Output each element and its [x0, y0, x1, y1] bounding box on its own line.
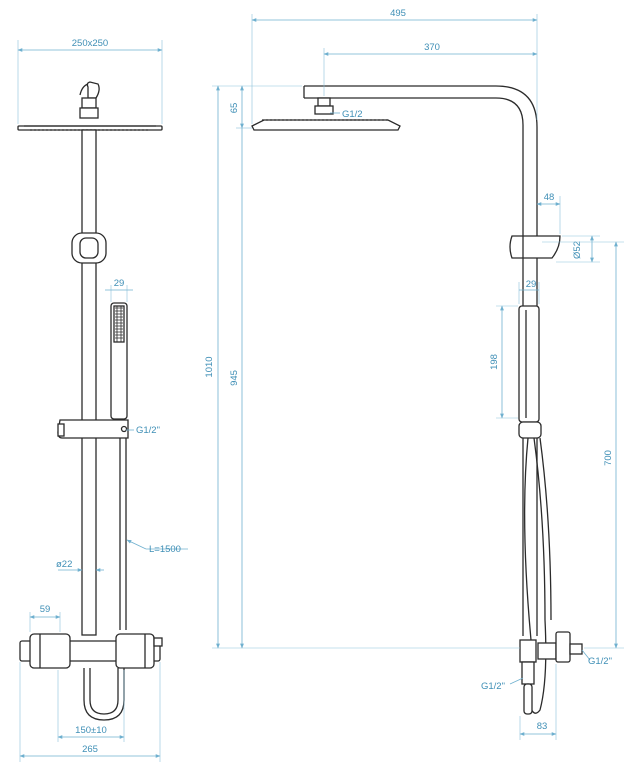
- front-view: 250x250 29 G1/2" L=1500 ø22 59: [17, 38, 188, 762]
- dim-handshower-length: 198: [489, 354, 500, 370]
- front-handshower: [110, 302, 128, 420]
- dim-hose-length: L=1500: [149, 544, 181, 555]
- dim-pipe-diameter: ø22: [56, 559, 72, 570]
- dim-overall-reach: 495: [390, 8, 406, 19]
- front-dimensions: 250x250 29 G1/2" L=1500 ø22 59: [17, 38, 188, 762]
- dim-head-offset: 65: [229, 103, 240, 114]
- side-view: 495 370 G1/2 1010 65 945 48: [204, 8, 624, 740]
- dim-holder-depth: 48: [544, 192, 555, 203]
- front-hose: [119, 438, 127, 630]
- dim-front-connection: G1/2": [136, 425, 160, 436]
- dim-holder-diameter: Ø52: [572, 241, 583, 259]
- side-shower-head: [251, 97, 401, 131]
- dim-arm-reach: 370: [424, 42, 440, 53]
- dim-mixer-depth: 83: [537, 721, 548, 732]
- side-handshower: [518, 305, 540, 423]
- dim-inlet-spacing: 150±10: [75, 725, 107, 736]
- front-thermostatic-mixer: [19, 633, 163, 669]
- dim-total-height: 1010: [204, 356, 215, 377]
- dim-head-size: 250x250: [72, 38, 108, 49]
- side-thermostatic-mixer: [519, 631, 583, 715]
- dim-overall-width: 265: [82, 744, 98, 755]
- dim-head-connection: G1/2: [342, 109, 363, 120]
- front-hose-loop: [83, 668, 125, 721]
- front-riser-pipe: [81, 129, 97, 636]
- front-slide-holder: [57, 419, 129, 439]
- side-arm-riser: [304, 85, 538, 636]
- side-upper-holder: [509, 235, 561, 259]
- dim-handshower-width: 29: [114, 278, 125, 289]
- dim-outlet-connection: G1/2": [588, 656, 612, 667]
- dim-handshower-depth: 29: [526, 279, 537, 290]
- dim-holder-height: 700: [603, 450, 614, 466]
- front-shower-head: [17, 81, 163, 131]
- side-slide-holder: [518, 421, 542, 439]
- dim-head-height: 945: [229, 370, 240, 386]
- front-upper-holder: [71, 232, 107, 264]
- side-dimensions: 495 370 G1/2 1010 65 945 48: [204, 8, 624, 740]
- dim-inlet-connection: G1/2": [481, 681, 505, 692]
- dim-handle-width: 59: [40, 604, 51, 615]
